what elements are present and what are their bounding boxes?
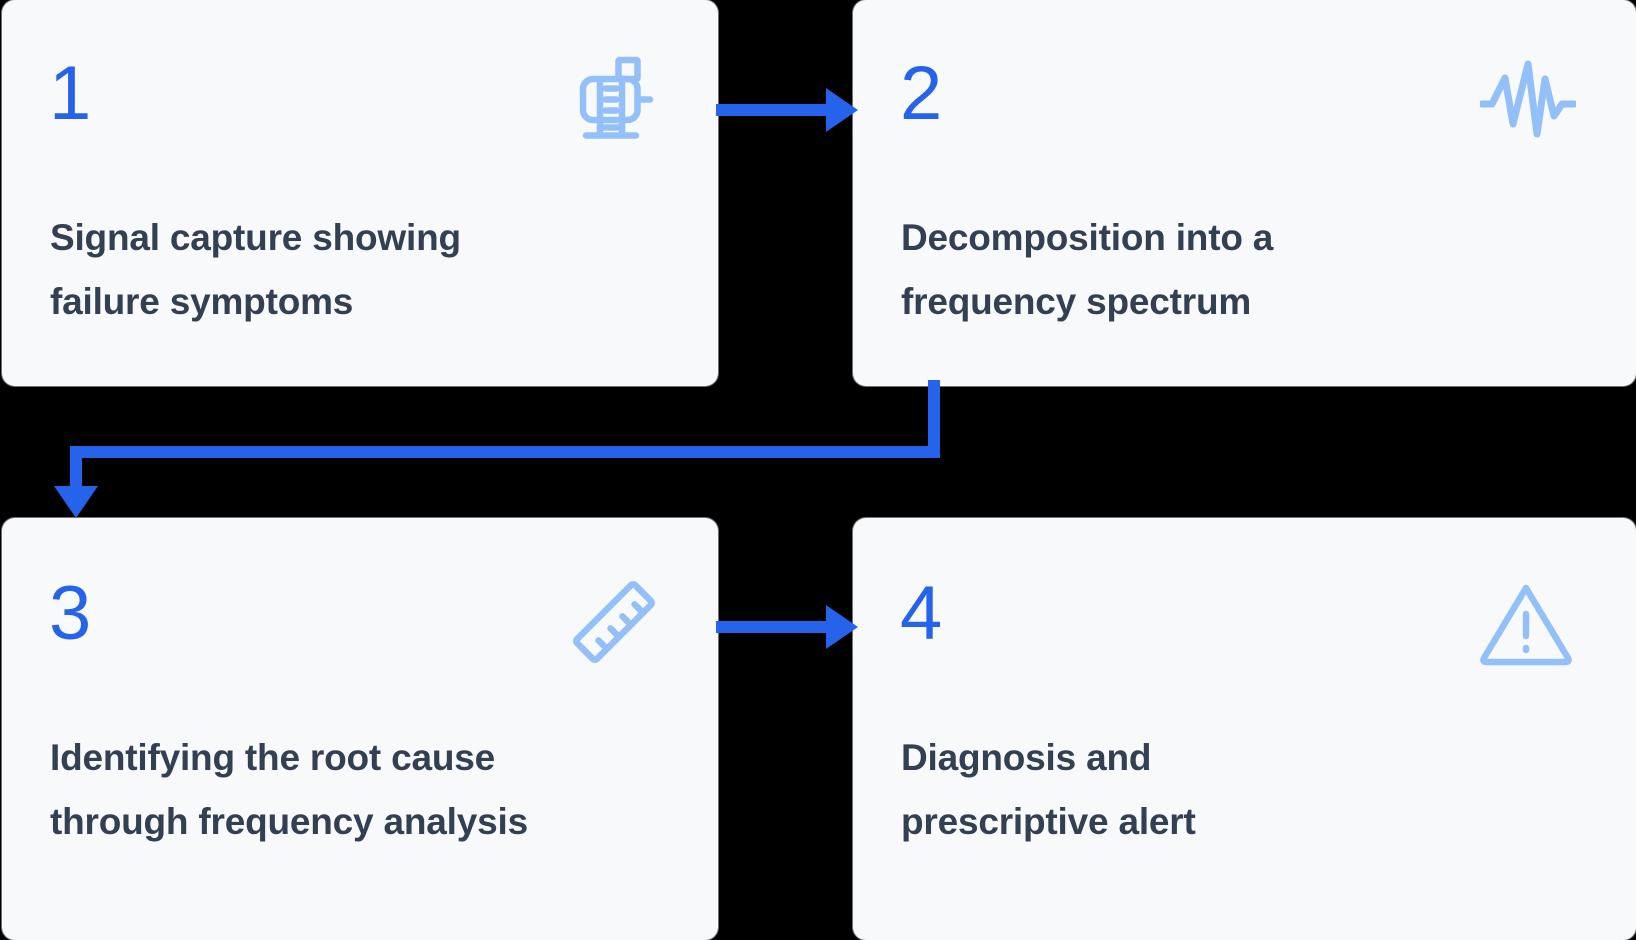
- step-3-line-2: through frequency analysis: [50, 801, 528, 842]
- motor-icon: [566, 54, 662, 150]
- step-number-4: 4: [900, 571, 942, 656]
- step-description-2: Decomposition into a frequency spectrum: [901, 206, 1606, 334]
- step-number-3: 3: [49, 571, 91, 656]
- step-4-line-2: prescriptive alert: [901, 801, 1196, 842]
- step-card-1[interactable]: 1: [2, 0, 718, 386]
- step-4-line-1: Diagnosis and: [901, 737, 1152, 778]
- step-2-line-2: frequency spectrum: [901, 281, 1252, 322]
- step-description-4: Diagnosis and prescriptive alert: [901, 726, 1606, 854]
- step-1-line-2: failure symptoms: [50, 281, 354, 322]
- warning-triangle-icon: [1478, 574, 1574, 670]
- ruler-icon: [566, 574, 662, 670]
- step-1-line-1: Signal capture showing: [50, 217, 461, 258]
- step-card-4[interactable]: 4 Diagnosis and prescriptive alert: [853, 518, 1636, 940]
- step-card-2[interactable]: 2 Decomposition into a frequency spectru…: [853, 0, 1636, 386]
- step-description-1: Signal capture showing failure symptoms: [50, 206, 688, 334]
- step-3-line-1: Identifying the root cause: [50, 737, 496, 778]
- waveform-icon: [1478, 54, 1578, 150]
- step-card-3[interactable]: 3 Identifying the root cause through fre…: [2, 518, 718, 940]
- arrow-step3-to-step4: [716, 605, 858, 649]
- arrow-step2-to-step3: [54, 380, 940, 518]
- step-2-line-1: Decomposition into a: [901, 217, 1274, 258]
- step-description-3: Identifying the root cause through frequ…: [50, 726, 688, 854]
- step-number-2: 2: [900, 51, 942, 136]
- arrow-step1-to-step2: [716, 88, 858, 132]
- step-number-1: 1: [49, 51, 91, 136]
